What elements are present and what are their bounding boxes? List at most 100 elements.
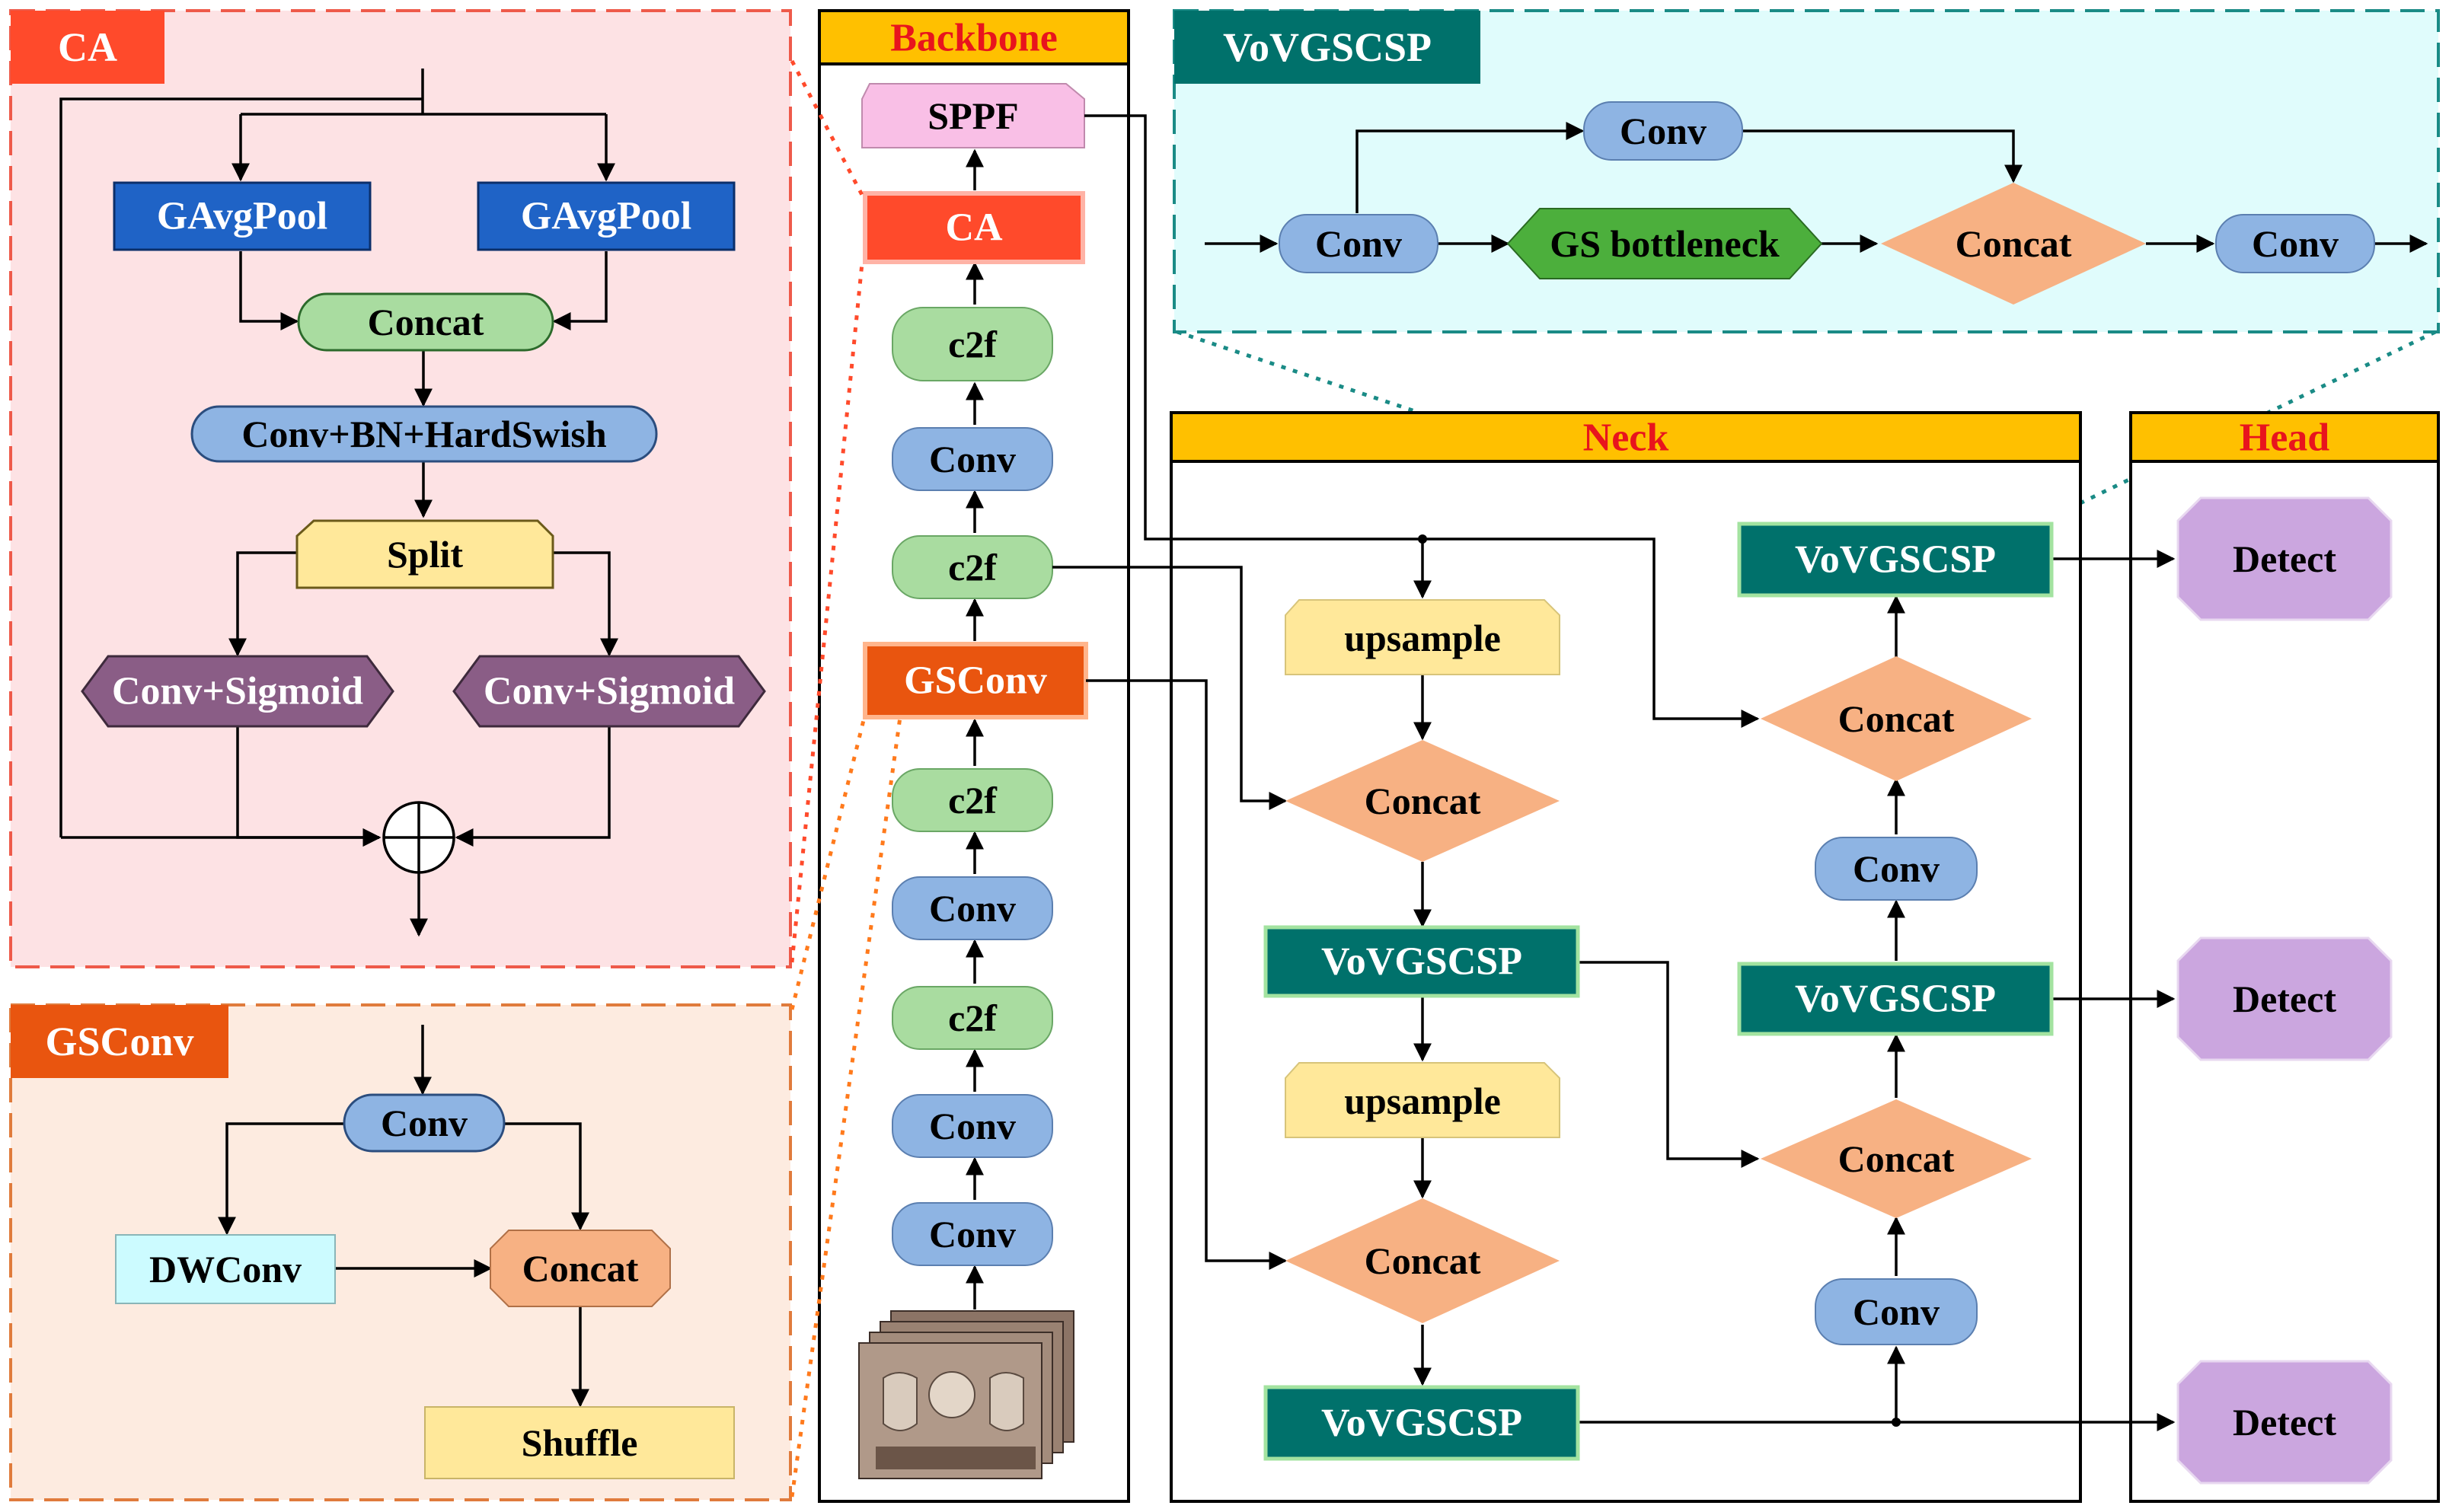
neck-conv-r-mid xyxy=(1815,837,1978,901)
backbone-sppf xyxy=(861,83,1085,148)
neck-concat-r-top-label: Concat xyxy=(1838,697,1955,740)
backbone-title-bar xyxy=(818,9,1130,65)
backbone-conv-mid xyxy=(892,876,1053,940)
vovgscsp-conv-top-label: Conv xyxy=(1620,110,1707,152)
gsconv-connectors xyxy=(218,1025,589,1408)
ca-split xyxy=(295,519,554,589)
gsconv-conv xyxy=(343,1093,506,1153)
neck-vovgscsp-1-label: VoVGSCSP xyxy=(1321,940,1522,984)
backbone-conv-top-label: Conv xyxy=(929,438,1016,480)
vovgscsp-conv-out xyxy=(2215,214,2375,273)
neck-upsample-2 xyxy=(1285,1062,1560,1138)
neck-title-bar xyxy=(1170,411,2082,463)
backbone-c2f-top xyxy=(892,307,1053,381)
ca-gavgpool-left-label: GAvgPool xyxy=(157,195,327,238)
backbone-conv-bottom xyxy=(892,1202,1053,1266)
neck-vovgscsp-r-top-label: VoVGSCSP xyxy=(1795,538,1996,582)
backbone-ca xyxy=(863,191,1085,264)
neck-conv-r-low xyxy=(1815,1278,1978,1345)
gsconv-panel: GSConv Conv DWConv Concat Shuffle xyxy=(9,1003,792,1501)
backbone-c2f-low-label: c2f xyxy=(948,779,998,821)
backbone-c2f-bottom-label: c2f xyxy=(948,997,998,1039)
ca-gavgpool-left xyxy=(113,181,372,251)
ca-conv-sigmoid-left xyxy=(81,655,394,728)
head-detect-mid-label: Detect xyxy=(2233,978,2336,1020)
backbone-gsconv xyxy=(863,642,1088,719)
backbone-conv-top xyxy=(892,427,1053,491)
neck-vovgscsp-r-top xyxy=(1737,522,2054,598)
neck-concat-2 xyxy=(1285,1198,1560,1323)
head-detect-top-label: Detect xyxy=(2233,537,2336,580)
neck-concat-r-low xyxy=(1761,1099,2032,1218)
ca-conv-sigmoid-right-label: Conv+Sigmoid xyxy=(484,670,735,713)
backbone-ca-label: CA xyxy=(945,206,1003,250)
neck-concat-1-label: Concat xyxy=(1365,780,1481,822)
ca-conv-sigmoid-right xyxy=(452,655,766,728)
vovgscsp-conv-top xyxy=(1583,101,1743,161)
backbone-c2f-bottom xyxy=(892,986,1053,1050)
gsconv-shuffle xyxy=(424,1406,735,1479)
head-detect-mid xyxy=(2176,936,2393,1061)
backbone-c2f-low xyxy=(892,768,1053,832)
backbone-panel: Backbone SPPF CA c2f Conv c2f GSConv c2f xyxy=(818,9,1130,1503)
vovgscsp-tab-label: VoVGSCSP xyxy=(1223,24,1432,70)
neck-upsample-2-label: upsample xyxy=(1344,1080,1501,1122)
backbone-conv-bottom-label: Conv xyxy=(929,1213,1016,1255)
ca-conv-bn-hardswish-label: Conv+BN+HardSwish xyxy=(241,413,607,455)
ca-concat-label: Concat xyxy=(368,301,484,343)
backbone-c2f-top-label: c2f xyxy=(948,323,998,365)
vovgscsp-panel: VoVGSCSP Conv Conv GS bottleneck Concat … xyxy=(1173,9,2440,333)
neck-vovgscsp-2 xyxy=(1263,1385,1580,1461)
vovgscsp-tab xyxy=(1174,11,1480,84)
neck-conv-r-mid-label: Conv xyxy=(1853,847,1940,890)
gsconv-shuffle-label: Shuffle xyxy=(522,1421,638,1464)
ca-tab-label: CA xyxy=(58,24,117,70)
neck-vovgscsp-r-mid-label: VoVGSCSP xyxy=(1795,978,1996,1021)
backbone-conv-mid-label: Conv xyxy=(929,887,1016,930)
neck-vovgscsp-1 xyxy=(1263,925,1580,998)
head-title-bar xyxy=(2129,411,2440,463)
gsconv-dwconv xyxy=(115,1234,336,1304)
vovgscsp-concat-label: Concat xyxy=(1956,222,2072,265)
backbone-sppf-label: SPPF xyxy=(928,94,1018,137)
ca-gavgpool-right-label: GAvgPool xyxy=(521,195,691,238)
neck-upsample-top-label: upsample xyxy=(1344,617,1501,659)
backbone-gsconv-label: GSConv xyxy=(904,659,1047,703)
neck-concat-r-low-label: Concat xyxy=(1838,1137,1955,1180)
neck-vovgscsp-2-label: VoVGSCSP xyxy=(1321,1402,1522,1445)
image-stack-thumbnail xyxy=(858,1310,1074,1479)
backbone-conv-low-label: Conv xyxy=(929,1105,1016,1147)
gsconv-tab-label: GSConv xyxy=(45,1019,193,1064)
head-detect-bottom xyxy=(2176,1360,2393,1485)
gsconv-concat xyxy=(490,1230,671,1307)
vovgscsp-conv-in-label: Conv xyxy=(1315,222,1402,265)
backbone-c2f-mid-label: c2f xyxy=(948,546,998,589)
backbone-title: Backbone xyxy=(890,17,1058,60)
vovgscsp-connectors xyxy=(1205,122,2428,253)
ca-gavgpool-right xyxy=(477,181,736,251)
ca-conv-bn-hardswish xyxy=(190,405,658,463)
ca-split-label: Split xyxy=(387,533,463,576)
backbone-conv-low xyxy=(892,1094,1053,1158)
ca-concat xyxy=(297,292,554,352)
head-title: Head xyxy=(2240,416,2330,460)
head-detect-bottom-label: Detect xyxy=(2233,1401,2336,1443)
head-detect-top xyxy=(2176,496,2393,621)
neck-vovgscsp-r-mid xyxy=(1737,962,2054,1036)
vovgscsp-conv-in xyxy=(1279,214,1438,273)
neck-concat-1 xyxy=(1285,740,1560,862)
vovgscsp-gs-bottleneck-label: GS bottleneck xyxy=(1550,222,1780,265)
vovgscsp-concat xyxy=(1881,183,2146,305)
ca-tab xyxy=(11,11,164,84)
vovgscsp-conv-out-label: Conv xyxy=(2252,222,2339,265)
neck-upsample-top xyxy=(1285,599,1560,675)
gsconv-concat-label: Concat xyxy=(522,1247,639,1290)
gsconv-dwconv-label: DWConv xyxy=(149,1248,302,1290)
vovgscsp-gs-bottleneck xyxy=(1506,208,1823,279)
ca-panel: CA GAvgPool GAvgPool Concat Conv+BN+Har xyxy=(9,9,792,968)
ca-connectors xyxy=(59,69,618,937)
neck-concat-2-label: Concat xyxy=(1365,1239,1481,1282)
circled-plus-icon xyxy=(382,801,455,874)
neck-title: Neck xyxy=(1583,416,1669,460)
